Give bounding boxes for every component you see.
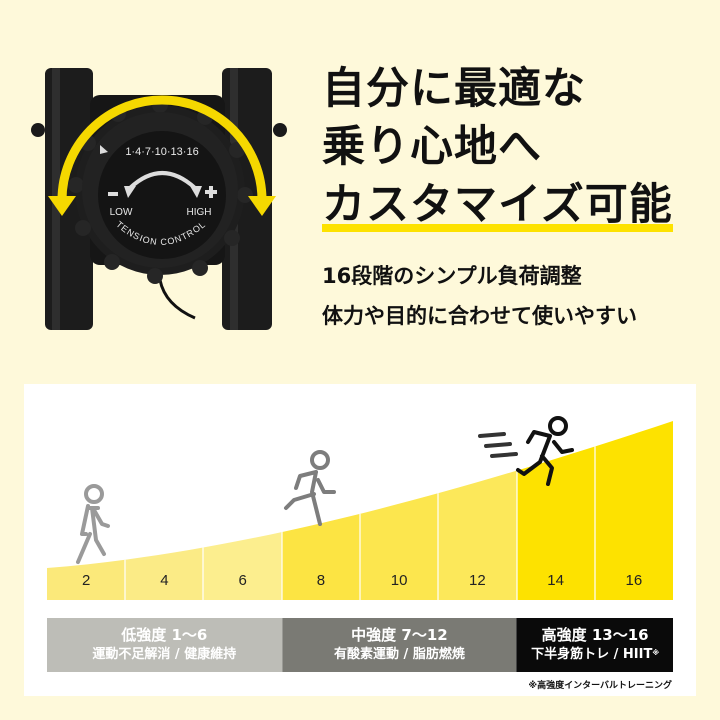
headline-line-3-highlighted: カスタマイズ可能: [322, 176, 673, 234]
headline-line-3-text: カスタマイズ可能: [322, 180, 673, 230]
band-low-desc: 運動不足解消 / 健康維持: [92, 647, 237, 662]
headline-line-1: 自分に最適な: [322, 64, 586, 114]
band-high: 高強度 13〜16 下半身筋トレ / HIIT※: [517, 618, 673, 672]
sprinting-person-icon: [478, 416, 574, 486]
band-mid: 中強度 7〜12 有酸素運動 / 脂肪燃焼: [282, 618, 518, 672]
bar-label: 10: [390, 572, 408, 589]
knob-high-label: HIGH: [187, 207, 212, 218]
minus-icon: [108, 192, 118, 196]
bar-6: [203, 421, 282, 600]
footnote-mark: ※: [652, 649, 660, 657]
bar-label: 12: [469, 572, 486, 589]
walking-person-icon: [76, 484, 110, 564]
band-low-title: 低強度 1〜6: [121, 626, 208, 644]
intensity-curve-chart: [47, 416, 673, 600]
band-mid-desc: 有酸素運動 / 脂肪燃焼: [334, 647, 465, 662]
bar-12: [438, 421, 517, 600]
tension-knob-image: 1·4·7·10·13·16 LOW HIGH TENSION CONTROL: [31, 68, 287, 330]
band-high-desc-wrap: 下半身筋トレ / HIIT※: [531, 645, 659, 665]
intensity-chart-panel: 2 4 6 8 10 12 14 16 低強度 1〜6 運動不足解消 / 健康維…: [24, 384, 696, 696]
knob-outer: [68, 97, 253, 284]
bar-label: 8: [316, 572, 326, 589]
band-low: 低強度 1〜6 運動不足解消 / 健康維持: [47, 618, 283, 672]
rotation-arrow-icon: [48, 95, 276, 216]
subheadline-line-1: 16段階のシンプル負荷調整: [322, 264, 582, 288]
bar-label: 4: [160, 572, 169, 589]
bar-labels: 2 4 6 8 10 12 14 16: [47, 572, 673, 598]
bar-label: 16: [625, 572, 643, 589]
bar-label: 2: [81, 572, 91, 589]
bar-label: 6: [238, 572, 247, 589]
jogging-person-icon: [284, 450, 336, 526]
bar-8: [282, 421, 360, 600]
bar-10: [360, 421, 438, 600]
subheadline-line-2: 体力や目的に合わせて使いやすい: [322, 304, 637, 328]
intensity-bands: 低強度 1〜6 運動不足解消 / 健康維持 中強度 7〜12 有酸素運動 / 脂…: [47, 618, 673, 672]
band-high-desc: 下半身筋トレ / HIIT: [531, 647, 653, 662]
headline: 自分に最適な 乗り心地へ カスタマイズ可能: [322, 60, 712, 234]
subheadline: 16段階のシンプル負荷調整 体力や目的に合わせて使いやすい: [322, 256, 712, 336]
headline-line-2: 乗り心地へ: [322, 122, 542, 172]
knob-scale: 1·4·7·10·13·16: [125, 146, 198, 158]
band-mid-title: 中強度 7〜12: [351, 626, 448, 644]
footnote: ※高強度インターバルトレーニング: [528, 681, 672, 691]
plus-icon: [205, 186, 217, 198]
bar-4: [125, 421, 203, 600]
knob-low-label: LOW: [110, 207, 133, 218]
band-high-title: 高強度 13〜16: [541, 626, 649, 644]
bar-label: 14: [547, 572, 564, 589]
bar-16: [595, 421, 673, 600]
